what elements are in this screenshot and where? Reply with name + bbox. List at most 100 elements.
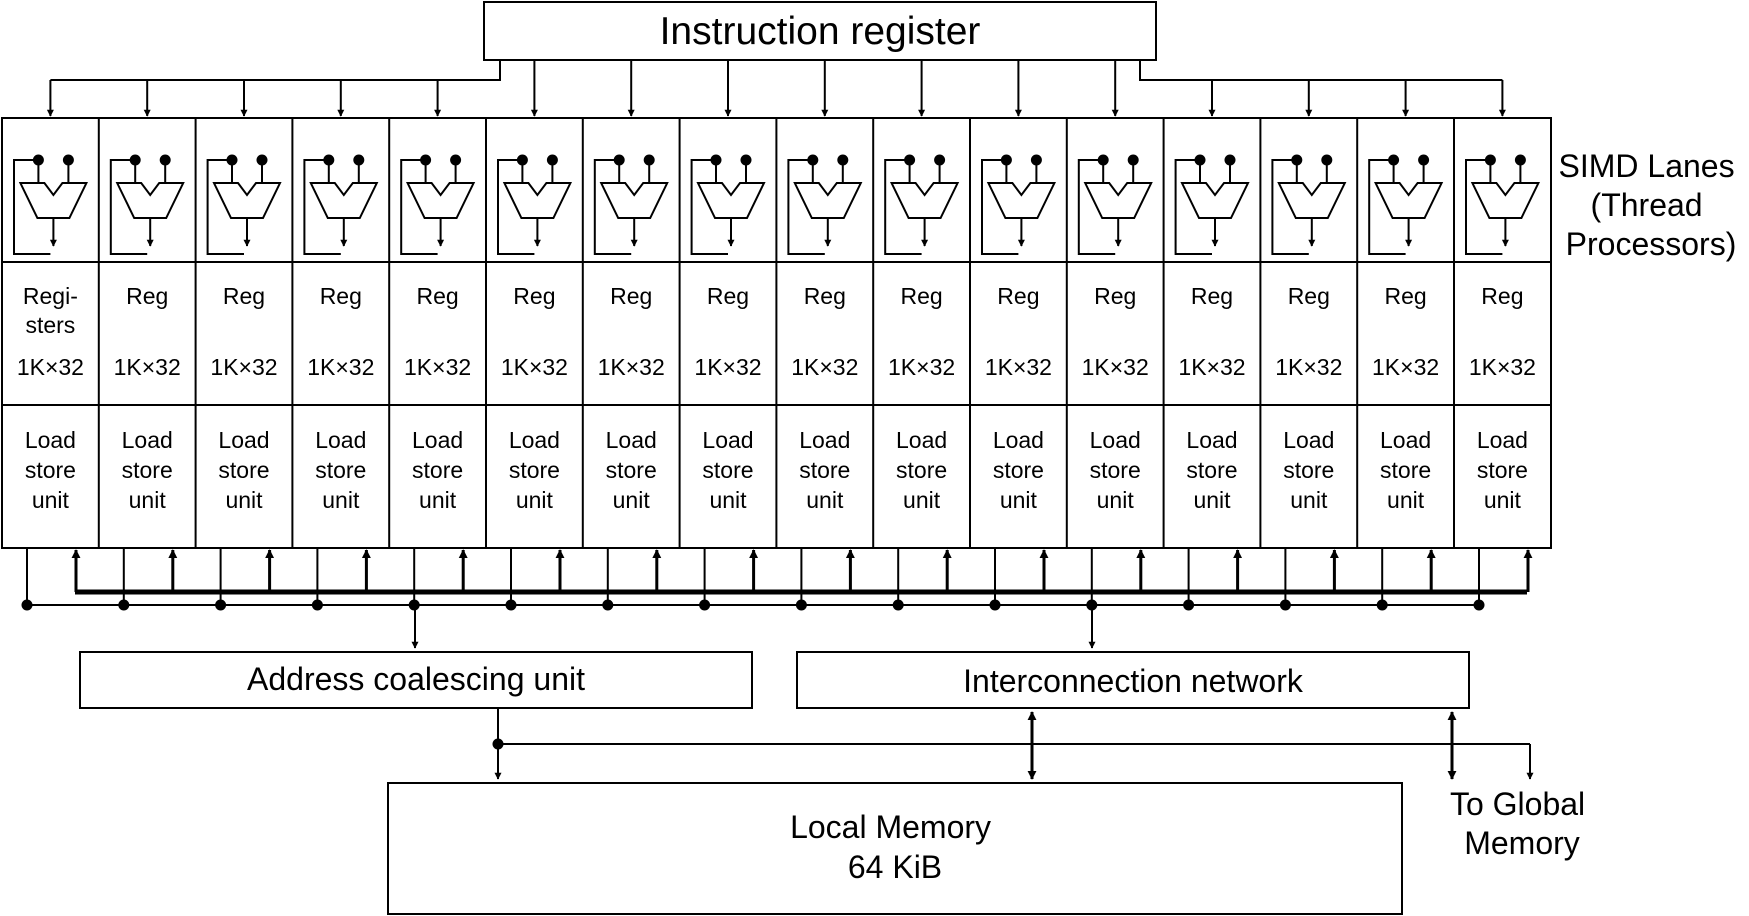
register-label: Reg [707, 283, 749, 309]
register-label-line: Reg [1288, 283, 1330, 309]
register-label: Reg [997, 283, 1039, 309]
load-store-label-line: unit [806, 487, 844, 513]
register-size-label: 1K×32 [791, 354, 858, 380]
register-label-line: Reg [1094, 283, 1136, 309]
register-label-line: Reg [416, 283, 458, 309]
load-store-label-line: unit [1193, 487, 1231, 513]
instruction-fanout [46, 60, 1506, 117]
local-memory-line-2: 64 KiB [848, 849, 942, 885]
address-bus-node [1279, 599, 1291, 611]
address-bus-node [989, 599, 1001, 611]
load-store-label-line: Load [896, 427, 947, 453]
alu-feedback-wire [206, 159, 244, 255]
register-size-label: 1K×32 [114, 354, 181, 380]
alu-feedback-wire [593, 159, 632, 255]
load-store-label-line: store [1186, 457, 1237, 483]
load-store-label-line: unit [225, 487, 263, 513]
register-label: Reg [1481, 283, 1523, 309]
register-label-line: Reg [513, 283, 555, 309]
fanout-left-bus [50, 60, 501, 81]
register-label: Reg [223, 283, 265, 309]
address-bus-node [1376, 599, 1388, 611]
register-label-line: Reg [900, 283, 942, 309]
register-label-line: Reg [126, 283, 168, 309]
alu-icon [115, 182, 185, 219]
register-label: Reg [610, 283, 652, 309]
register-size-label: 1K×32 [404, 354, 471, 380]
address-bus-node [602, 599, 614, 611]
register-size-label: 1K×32 [985, 354, 1052, 380]
load-store-label-line: store [1090, 457, 1141, 483]
address-coalescing-unit-box [79, 651, 753, 709]
load-store-label-line: Load [1283, 427, 1334, 453]
register-label: Reg [1191, 283, 1233, 309]
load-store-label-line: store [218, 457, 269, 483]
load-store-label-line: store [315, 457, 366, 483]
simd-label-line-1: SIMD Lanes [1559, 148, 1735, 184]
register-size-label: 1K×32 [1469, 354, 1536, 380]
address-bus-node [1473, 599, 1485, 611]
alu-icon [1374, 182, 1444, 219]
alu-feedback-wire [109, 159, 148, 255]
alu-icon [793, 182, 863, 219]
register-label: Reg [1288, 283, 1330, 309]
simd-label-line-2: (Thread [1591, 187, 1703, 223]
register-label-line: Reg [1384, 283, 1426, 309]
register-label-line: Reg [1191, 283, 1233, 309]
simd-lanes-label: SIMD Lanes (Thread Processors) [1559, 148, 1744, 262]
register-label: Reg [900, 283, 942, 309]
register-size-label: 1K×32 [307, 354, 374, 380]
fanout-right-bus [1139, 60, 1503, 81]
register-label-line: Reg [997, 283, 1039, 309]
load-store-label-line: store [702, 457, 753, 483]
load-store-label-line: Load [799, 427, 850, 453]
load-store-label-line: Load [606, 427, 657, 453]
address-bus-node [892, 599, 904, 611]
load-store-label-line: unit [903, 487, 941, 513]
load-store-label-line: Load [412, 427, 463, 453]
register-label: Reg [804, 283, 846, 309]
alu-feedback-wire [400, 159, 438, 255]
alu-feedback-wire [1174, 159, 1212, 255]
instruction-register-box [483, 1, 1157, 61]
alu-icon [1180, 182, 1250, 219]
address-bus-node [505, 599, 517, 611]
alu-icon [212, 182, 282, 219]
load-store-label-line: store [509, 457, 560, 483]
alu-feedback-wire [1271, 159, 1309, 255]
load-store-label-line: unit [129, 487, 167, 513]
register-label-line: Regi- [23, 283, 78, 309]
alu-feedback-wire [1077, 159, 1116, 255]
alu-icon [502, 182, 572, 219]
register-label-line: sters [25, 312, 75, 338]
interconnection-network-box [796, 651, 1470, 709]
alu-feedback-wire [1368, 159, 1406, 255]
alu-icon [599, 182, 669, 219]
register-size-label: 1K×32 [598, 354, 665, 380]
address-bus-node [118, 599, 130, 611]
address-bus-node [1183, 599, 1195, 611]
alu-icon [406, 182, 476, 219]
address-bus-node [795, 599, 807, 611]
load-store-label-line: unit [1387, 487, 1425, 513]
address-coalescing-unit-label: Address coalescing unit [247, 661, 585, 697]
register-label-line: Reg [610, 283, 652, 309]
alu-icon [1470, 182, 1540, 219]
alu-icon [309, 182, 379, 219]
memory-wiring [492, 708, 1534, 780]
